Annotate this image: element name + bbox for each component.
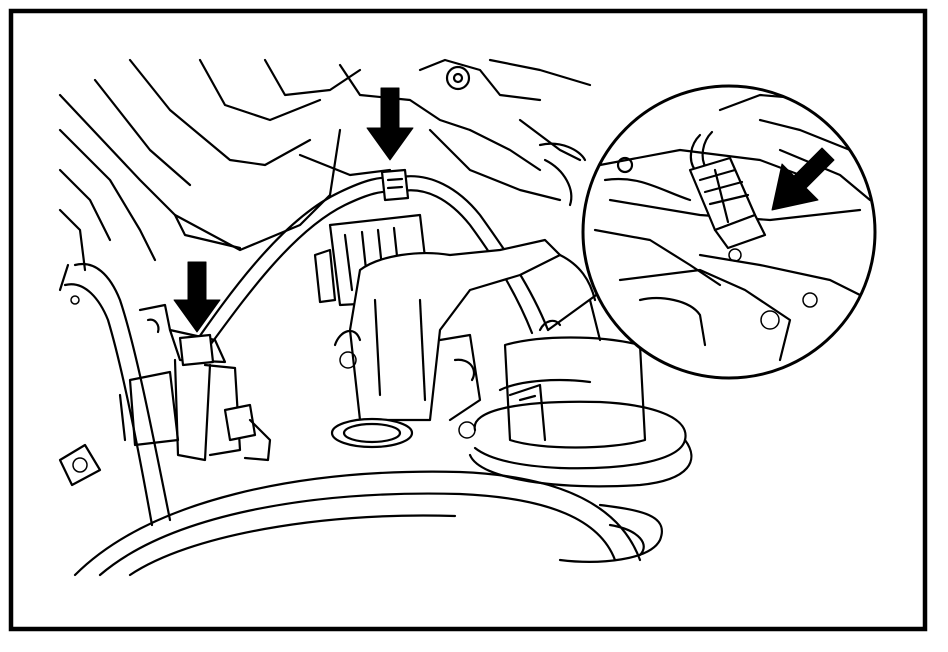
arrow-left-bracket [173,261,221,333]
body-panel-lines [58,58,592,272]
brake-hose [178,168,550,367]
tyre-arc [58,443,642,577]
arrow-inset-connector [771,147,835,211]
inset-detail [581,84,877,380]
left-tube [58,262,172,527]
figure-frame [8,8,928,632]
steering-knuckle [313,213,562,449]
coil-spring [468,253,693,563]
arrow-top-clip [366,87,414,161]
main-drawing [58,58,693,577]
